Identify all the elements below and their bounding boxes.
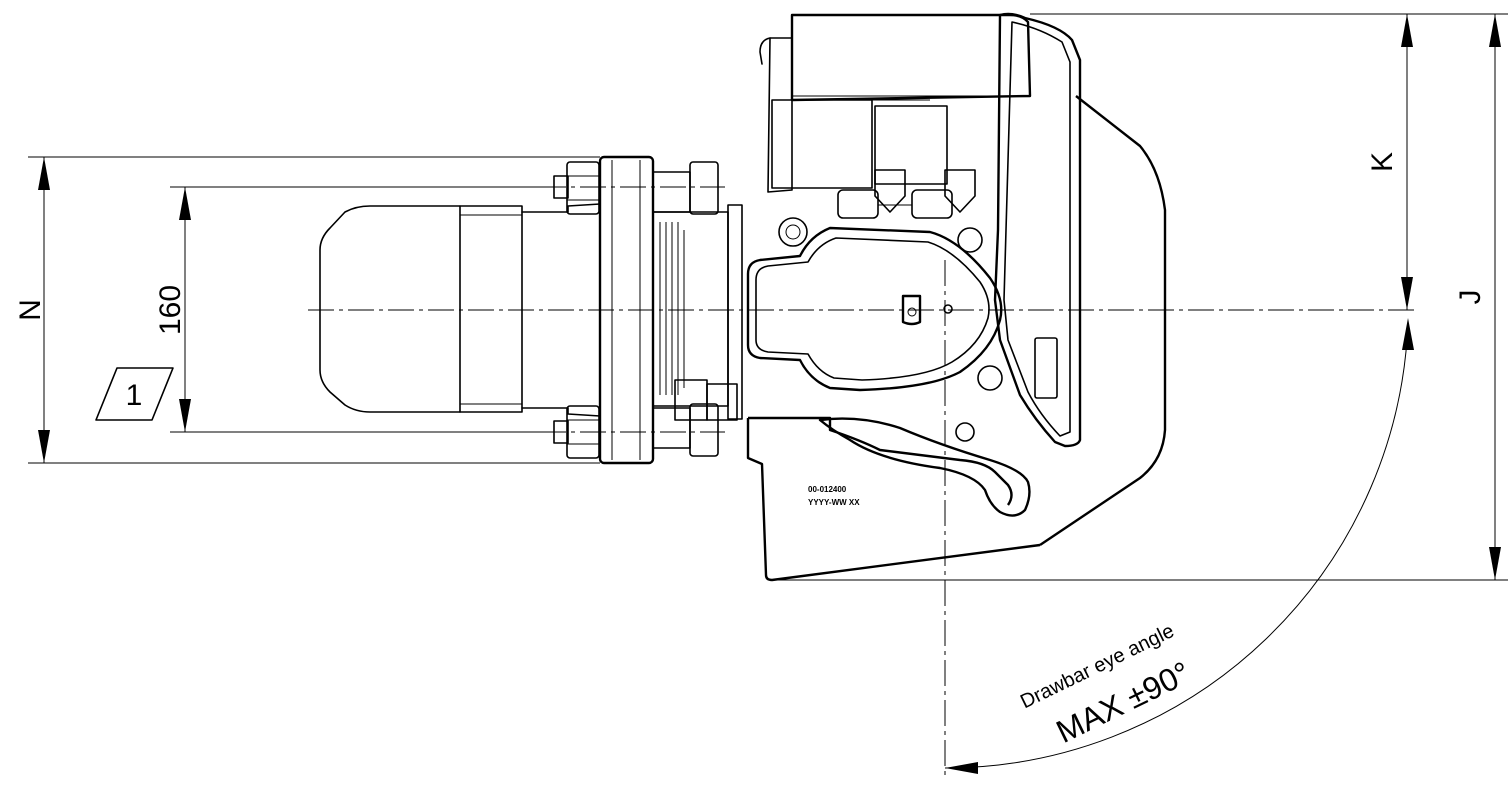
- drawbar-angle-arc: Drawbar eye angle MAX ±90°: [944, 318, 1414, 774]
- dimension-n-label: N: [14, 299, 47, 321]
- dimension-j-label: J: [1454, 290, 1487, 305]
- dimension-160: 160: [154, 186, 560, 433]
- dimension-160-label: 160: [154, 285, 187, 335]
- note-tag-1: 1: [95, 367, 174, 421]
- part-number-marking: 00-012400: [808, 485, 847, 494]
- dimension-n: N: [14, 156, 600, 464]
- spring-housing: [652, 204, 743, 421]
- date-code-marking: YYYY-WW XX: [808, 498, 860, 507]
- note-tag-label: 1: [126, 379, 143, 412]
- coupling-body: 00-012400 YYYY-WW XX: [746, 12, 1167, 582]
- rear-damper-cylinder: [319, 203, 601, 417]
- dimension-k-label: K: [1366, 152, 1399, 172]
- dimension-j: J: [770, 14, 1508, 581]
- dimension-k: K: [1030, 13, 1508, 310]
